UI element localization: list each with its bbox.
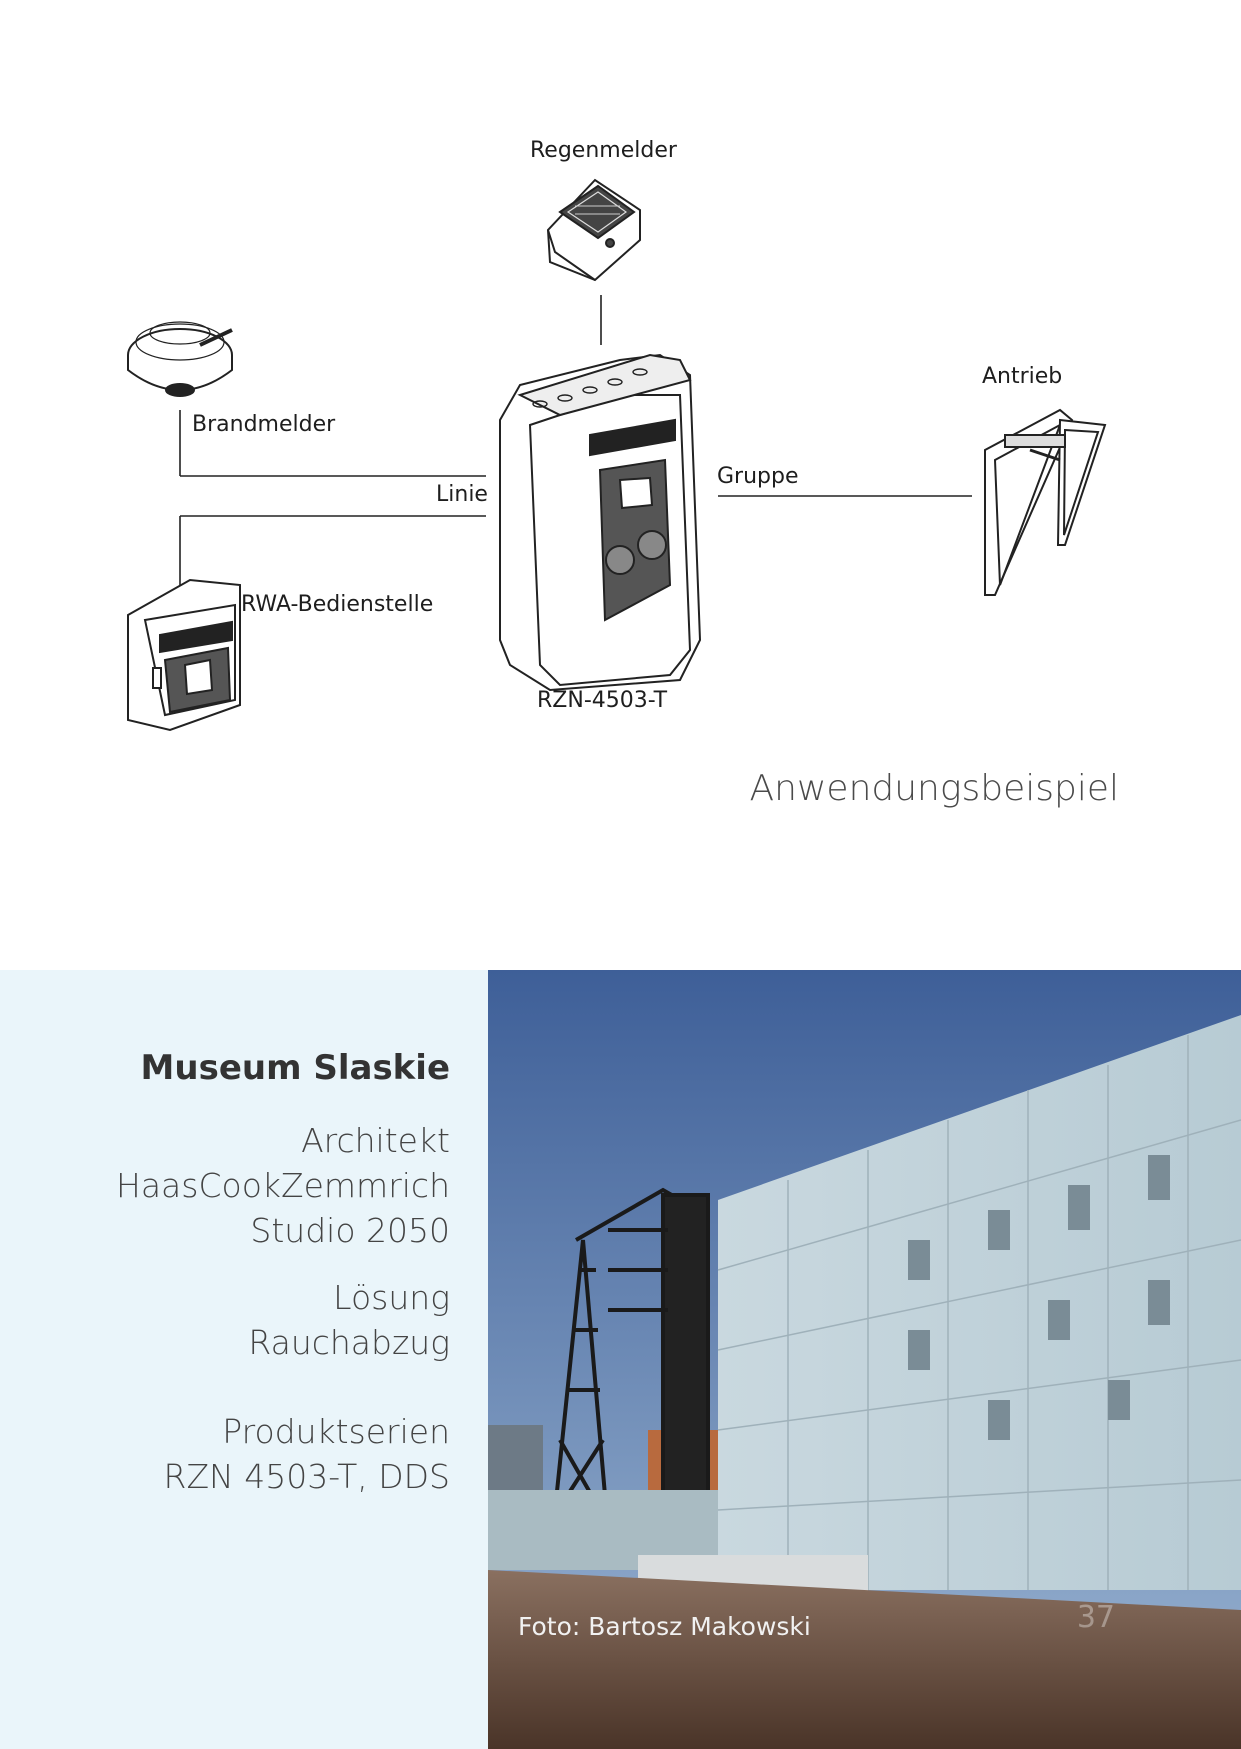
architect-heading: Architekt xyxy=(301,1121,450,1160)
control-station-icon xyxy=(127,578,241,732)
actuator-label: Antrieb xyxy=(982,364,1063,389)
museum-photo-illustration xyxy=(488,970,1241,1749)
application-diagram: Regenmelder Brandmelder Antrieb Gruppe L… xyxy=(127,138,1119,809)
architect-block: Architekt HaasCookZemmrich Studio 2050 xyxy=(116,1118,450,1253)
products-block: Produktserien RZN 4503-T, DDS xyxy=(116,1409,450,1499)
rain-sensor-icon xyxy=(546,178,641,282)
project-info-panel: Museum Slaskie Architekt HaasCookZemmric… xyxy=(0,970,488,1749)
diagram-caption: Anwendungsbeispiel xyxy=(749,768,1119,809)
control-unit-label: RZN-4503-T xyxy=(537,688,668,713)
line-label: Linie xyxy=(436,482,488,507)
architect-line-2: Studio 2050 xyxy=(250,1211,450,1250)
wiring-diagram xyxy=(127,178,1107,732)
control-unit-icon xyxy=(499,353,702,692)
actuator-icon xyxy=(984,408,1107,596)
architect-line-1: HaasCookZemmrich xyxy=(116,1166,450,1205)
group-label: Gruppe xyxy=(717,464,799,489)
project-info: Museum Slaskie Architekt HaasCookZemmric… xyxy=(116,1048,450,1521)
page-number: 37 xyxy=(1076,1600,1115,1635)
solution-value: Rauchabzug xyxy=(248,1323,450,1362)
building-photo: Foto: Bartosz Makowski 37 xyxy=(488,970,1241,1749)
photo-credit: Foto: Bartosz Makowski xyxy=(518,1612,811,1641)
smoke-detector-icon xyxy=(127,321,233,397)
solution-heading: Lösung xyxy=(333,1278,450,1317)
products-heading: Produktserien xyxy=(222,1412,450,1451)
rain-sensor-label: Regenmelder xyxy=(530,138,677,163)
products-value: RZN 4503-T, DDS xyxy=(163,1457,450,1496)
project-title: Museum Slaskie xyxy=(140,1048,450,1088)
smoke-detector-label: Brandmelder xyxy=(192,412,336,437)
control-station-label: RWA-Bedienstelle xyxy=(241,592,434,617)
solution-block: Lösung Rauchabzug xyxy=(116,1275,450,1365)
